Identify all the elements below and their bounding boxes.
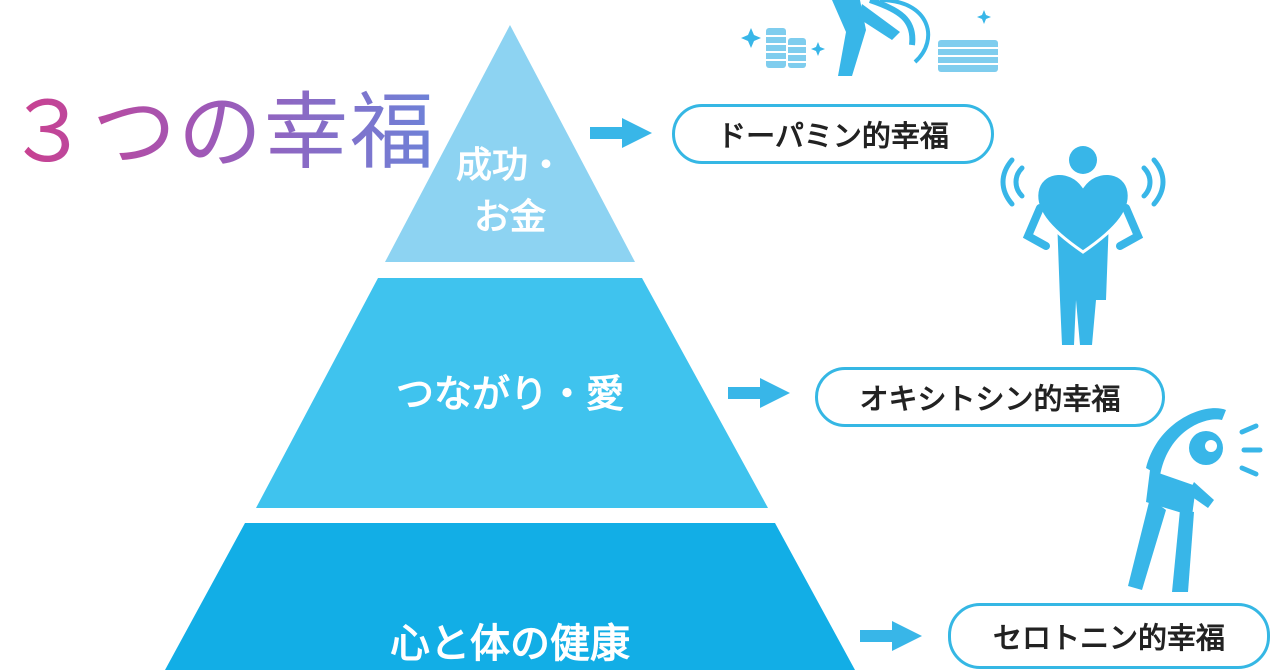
tier-top-label-text: 成功・ お金 [455,145,564,239]
stretching-figure-icon [1128,408,1263,592]
arrow-icon [728,378,790,408]
tier-middle-label: つながり・愛 [395,372,624,416]
tier-bottom-label: 心と体の健康 [390,621,630,667]
heart-hug-figure-icon [1000,146,1166,345]
dopamine-happiness-label: ドーパミン的幸福 [672,104,994,164]
money-figure-icon [741,0,998,76]
arrow-icon [860,621,922,651]
pyramid-tier-middle [256,278,768,508]
serotonin-happiness-label: セロトニン的幸福 [948,603,1270,669]
diagram-title: ３つの幸福 [6,83,437,181]
arrow-icon [590,118,652,148]
pyramid-tier-bottom [165,523,855,670]
pyramid-tier-top [385,25,635,262]
oxytocin-happiness-label: オキシトシン的幸福 [815,367,1165,427]
tier-top-label: 成功・ お金 [410,140,610,244]
